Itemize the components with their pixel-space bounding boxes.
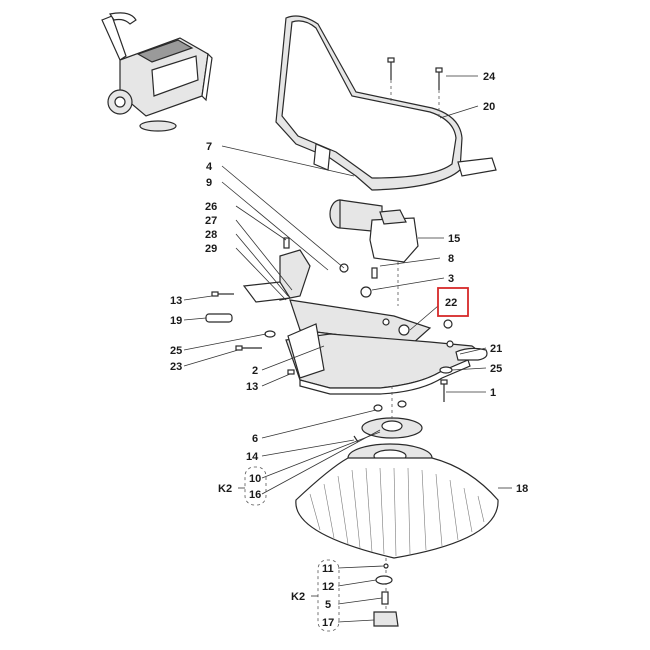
callout-13-lower: 13 — [246, 381, 258, 393]
callout-9: 9 — [206, 177, 212, 189]
callout-13: 13 — [170, 295, 182, 307]
kit-label-upper: K2 — [218, 483, 232, 495]
screw-part-26 — [283, 237, 290, 249]
callout-14: 14 — [246, 451, 259, 463]
callout-20: 20 — [483, 101, 495, 113]
callout-15: 15 — [448, 233, 460, 245]
callout-2: 2 — [252, 365, 258, 377]
kit-group-upper — [244, 466, 267, 506]
highlight-box — [437, 287, 469, 317]
callout-5: 5 — [325, 599, 331, 611]
washer-part-3 — [360, 286, 372, 298]
brush-bristles — [309, 467, 485, 557]
pin-part-19 — [205, 313, 233, 323]
callout-7: 7 — [206, 141, 212, 153]
callout-16: 16 — [249, 489, 261, 501]
callout-28: 28 — [205, 229, 217, 241]
hub-part-6 — [373, 400, 407, 412]
kit-label-lower: K2 — [291, 591, 305, 603]
brush-part-18 — [295, 443, 499, 559]
bracket-assembly — [242, 249, 432, 351]
callout-27: 27 — [205, 215, 217, 227]
bolt-part-8 — [371, 267, 378, 279]
callout-18: 18 — [516, 483, 528, 495]
leader-lines — [183, 75, 512, 623]
cover-part-20 — [275, 15, 497, 191]
lower-hardware — [373, 558, 399, 627]
kit-group-lower — [317, 559, 340, 632]
callout-26: 26 — [205, 201, 217, 213]
callout-25: 25 — [170, 345, 182, 357]
callout-21: 21 — [490, 343, 502, 355]
callout-24: 24 — [483, 71, 496, 83]
callout-25-right: 25 — [490, 363, 502, 375]
callout-11: 11 — [322, 563, 334, 575]
callout-12: 12 — [322, 581, 334, 593]
bolt-part-1 — [440, 379, 448, 402]
callout-6: 6 — [252, 433, 258, 445]
washer-part-25 — [264, 330, 276, 338]
callout-22: 22 — [445, 297, 457, 309]
callout-8: 8 — [448, 253, 454, 265]
washer-part-25-right — [439, 366, 453, 374]
screw-part-23 — [235, 345, 262, 351]
base-plate-part-2 — [285, 323, 477, 395]
callout-1: 1 — [490, 387, 496, 399]
bracket-part-21 — [446, 340, 488, 361]
nut-part-22 — [443, 319, 453, 329]
callout-23: 23 — [170, 361, 182, 373]
screw-part-24 — [387, 57, 443, 118]
callout-29: 29 — [205, 243, 217, 255]
motor-part-15 — [329, 199, 419, 306]
callout-19: 19 — [170, 315, 182, 327]
callout-labels: 24 20 7 4 9 26 27 28 29 15 8 3 22 13 19 … — [170, 71, 528, 629]
callout-4: 4 — [206, 161, 213, 173]
screw-part-13-lower — [287, 369, 295, 375]
callout-10: 10 — [249, 473, 261, 485]
machine-thumbnail — [101, 12, 213, 132]
callout-17: 17 — [322, 617, 334, 629]
screw-part-13 — [211, 291, 234, 297]
callout-3: 3 — [448, 273, 454, 285]
